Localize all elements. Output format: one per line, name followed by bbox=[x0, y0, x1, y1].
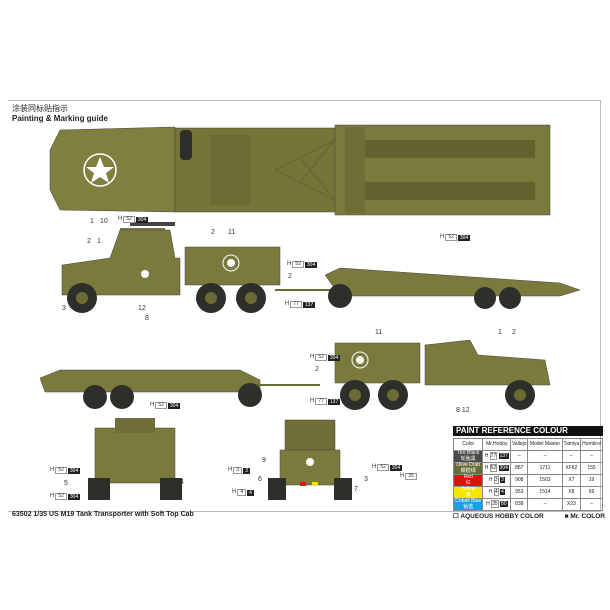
title-chinese: 涂装同标贴指示 bbox=[12, 104, 68, 113]
callout: 9 bbox=[262, 457, 266, 464]
callout: 2 bbox=[512, 329, 516, 336]
tamiya-code: X8 bbox=[561, 486, 582, 499]
paint-reference-table: PAINT REFERENCE COLOUR Color Mr.Hobby Va… bbox=[452, 426, 605, 521]
trailer-top-view bbox=[274, 124, 551, 216]
vallejo-code: – bbox=[510, 450, 529, 463]
callout: 1 bbox=[90, 218, 94, 225]
callout: 3 bbox=[62, 305, 66, 312]
humbrol-code: 155 bbox=[580, 462, 603, 475]
model-master-code: – bbox=[527, 498, 563, 511]
trailer-side-view bbox=[275, 267, 581, 309]
model-master-code: – bbox=[527, 450, 563, 463]
paint-legend: ☐ AQUEOUS HOBBY COLOR ■ Mr. COLOR bbox=[453, 513, 605, 521]
callout: 1 bbox=[97, 238, 101, 245]
mr-hobby-code: H 52 304 bbox=[482, 462, 512, 475]
model-master-code: 1711 bbox=[527, 462, 563, 475]
callout: 10 bbox=[100, 218, 108, 225]
callout: 6 bbox=[258, 476, 262, 483]
truck-side-view-right bbox=[334, 339, 551, 410]
kit-caption: 63502 1/35 US M19 Tank Transporter with … bbox=[12, 511, 194, 518]
col-header: Tamiya bbox=[561, 438, 582, 451]
callout: 5 bbox=[64, 480, 68, 487]
mr-hobby-code: H 35 80 bbox=[482, 498, 512, 511]
model-master-code: 1514 bbox=[527, 486, 563, 499]
callout: 12 bbox=[138, 305, 146, 312]
tamiya-code: X7 bbox=[561, 474, 582, 487]
mr-hobby-code: H 4 4 bbox=[482, 486, 512, 499]
vallejo-code: 838 bbox=[510, 498, 529, 511]
callout: 2 bbox=[315, 366, 319, 373]
tamiya-code: – bbox=[561, 450, 582, 463]
legend-mr-color: ■ Mr. COLOR bbox=[564, 513, 605, 520]
callout: 11 bbox=[228, 229, 236, 236]
col-header: Vallejo bbox=[510, 438, 529, 451]
callout: 3 bbox=[364, 476, 368, 483]
guide-frame bbox=[8, 100, 601, 512]
guide-header: 涂装同标贴指示 Painting & Marking guide bbox=[12, 104, 108, 124]
col-header: Model Master bbox=[527, 438, 563, 451]
callout: 2 bbox=[288, 273, 292, 280]
tamiya-code: XF62 bbox=[561, 462, 582, 475]
tamiya-code: X23 bbox=[561, 498, 582, 511]
humbrol-code: 69 bbox=[580, 486, 603, 499]
col-header: Humbrol bbox=[580, 438, 603, 451]
callout: 7 bbox=[354, 486, 358, 493]
vallejo-code: 953 bbox=[510, 486, 529, 499]
col-header: Color bbox=[452, 438, 484, 451]
truck-rear-view bbox=[88, 418, 182, 500]
mr-hobby-code: H 77 137 bbox=[482, 450, 512, 463]
callout: 8 12 bbox=[456, 407, 470, 414]
truck-top-view bbox=[49, 126, 346, 213]
humbrol-code: – bbox=[580, 450, 603, 463]
legend-aqueous: ☐ AQUEOUS HOBBY COLOR bbox=[453, 513, 544, 520]
table-title: PAINT REFERENCE COLOUR bbox=[453, 426, 603, 436]
truck-front-view bbox=[268, 419, 352, 500]
mr-hobby-code: H 3 3 bbox=[482, 474, 512, 487]
title-english: Painting & Marking guide bbox=[12, 114, 109, 123]
callout: 2 bbox=[211, 229, 215, 236]
humbrol-code: – bbox=[580, 498, 603, 511]
callout: 4 bbox=[180, 479, 184, 486]
model-master-code: 1503 bbox=[527, 474, 563, 487]
col-header: Mr.Hobby bbox=[482, 438, 512, 451]
callout: 11 bbox=[375, 329, 383, 336]
callout: 1 bbox=[498, 329, 502, 336]
humbrol-code: 19 bbox=[580, 474, 603, 487]
truck-side-view bbox=[61, 222, 281, 313]
vallejo-code: 887 bbox=[510, 462, 529, 475]
trailer-side-view-left bbox=[39, 369, 320, 409]
callout: 2 bbox=[87, 238, 91, 245]
callout: 8 bbox=[145, 315, 149, 322]
vallejo-code: 908 bbox=[510, 474, 529, 487]
table-header-row: Color Mr.Hobby Vallejo Model Master Tami… bbox=[452, 438, 603, 451]
